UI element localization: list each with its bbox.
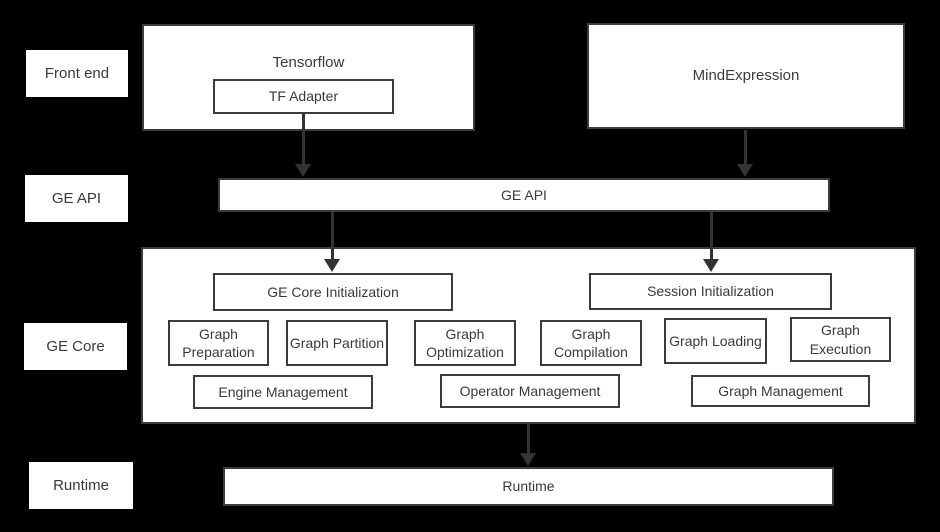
- session-initialization-box: Session Initialization: [589, 273, 832, 310]
- module-box-graph-execution: Graph Execution: [790, 317, 891, 362]
- tf-adapter-box: TF Adapter: [213, 79, 394, 114]
- arrow-line: [301, 114, 305, 165]
- arrow-down-icon: [295, 164, 311, 177]
- module-box-graph-loading: Graph Loading: [664, 318, 767, 364]
- ge-core-box: GE Core Initialization Session Initializ…: [141, 247, 916, 424]
- module-box-graph-compilation: Graph Compilation: [540, 320, 642, 366]
- arrow-line: [709, 212, 713, 260]
- ge-api-bar: GE API: [218, 178, 830, 212]
- arrow-tf-adapter-to-ge-api: [295, 114, 311, 177]
- module-box-graph-optimization: Graph Optimization: [414, 320, 516, 366]
- layer-label-front-end: Front end: [26, 50, 128, 97]
- module-box-engine-management: Engine Management: [193, 375, 373, 409]
- arrow-line: [743, 130, 747, 165]
- tensorflow-box: Tensorflow TF Adapter: [142, 24, 475, 131]
- arrow-down-icon: [324, 259, 340, 272]
- arrow-ge-api-to-core-init: [324, 212, 340, 272]
- ge-core-initialization-box: GE Core Initialization: [213, 273, 453, 311]
- arrow-down-icon: [520, 453, 536, 466]
- layer-label-ge-core: GE Core: [24, 323, 127, 370]
- arrow-line: [526, 424, 530, 454]
- layer-label-runtime: Runtime: [29, 462, 133, 509]
- runtime-bar: Runtime: [223, 467, 834, 506]
- arrow-line: [330, 212, 334, 260]
- module-box-graph-preparation: Graph Preparation: [168, 320, 269, 366]
- tensorflow-title: Tensorflow: [272, 54, 345, 71]
- mindexpression-box: MindExpression: [587, 23, 905, 129]
- arrow-down-icon: [703, 259, 719, 272]
- layer-label-ge-api: GE API: [25, 175, 128, 222]
- arrow-ge-api-to-session-init: [703, 212, 719, 272]
- module-box-graph-partition: Graph Partition: [286, 320, 388, 366]
- module-box-graph-management: Graph Management: [691, 375, 870, 407]
- arrow-mindexpression-to-ge-api: [737, 130, 753, 177]
- module-box-operator-management: Operator Management: [440, 374, 620, 408]
- arrow-down-icon: [737, 164, 753, 177]
- arrow-ge-core-to-runtime: [520, 424, 536, 466]
